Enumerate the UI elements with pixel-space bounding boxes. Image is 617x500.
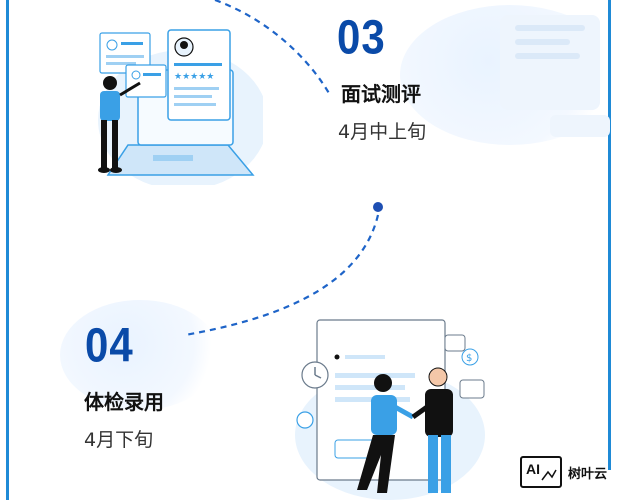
bg-bubble-bottom [60, 300, 220, 410]
brand-logo-text: AI [525, 461, 540, 477]
decorative-shapes-icon [500, 15, 610, 137]
svg-text:★★★★★: ★★★★★ [174, 72, 214, 82]
step-date: 4月中上旬 [338, 121, 427, 143]
brand-logo-icon: AI [519, 456, 562, 488]
step-number: 04 [85, 318, 134, 373]
svg-text:$: $ [466, 353, 472, 364]
brand-name: 树叶云 [567, 466, 607, 482]
right-edge-line [608, 0, 611, 470]
interview-illustration: ★★★★★ [98, 29, 263, 185]
step-date: 4月下旬 [84, 429, 154, 451]
step-number: 03 [337, 10, 386, 65]
step-title: 面试测评 [341, 82, 421, 106]
handshake-illustration: $ [295, 319, 485, 500]
step-title: 体检录用 [84, 390, 164, 414]
left-edge-line [6, 0, 9, 500]
watermark: AI 树叶云 [519, 456, 607, 488]
